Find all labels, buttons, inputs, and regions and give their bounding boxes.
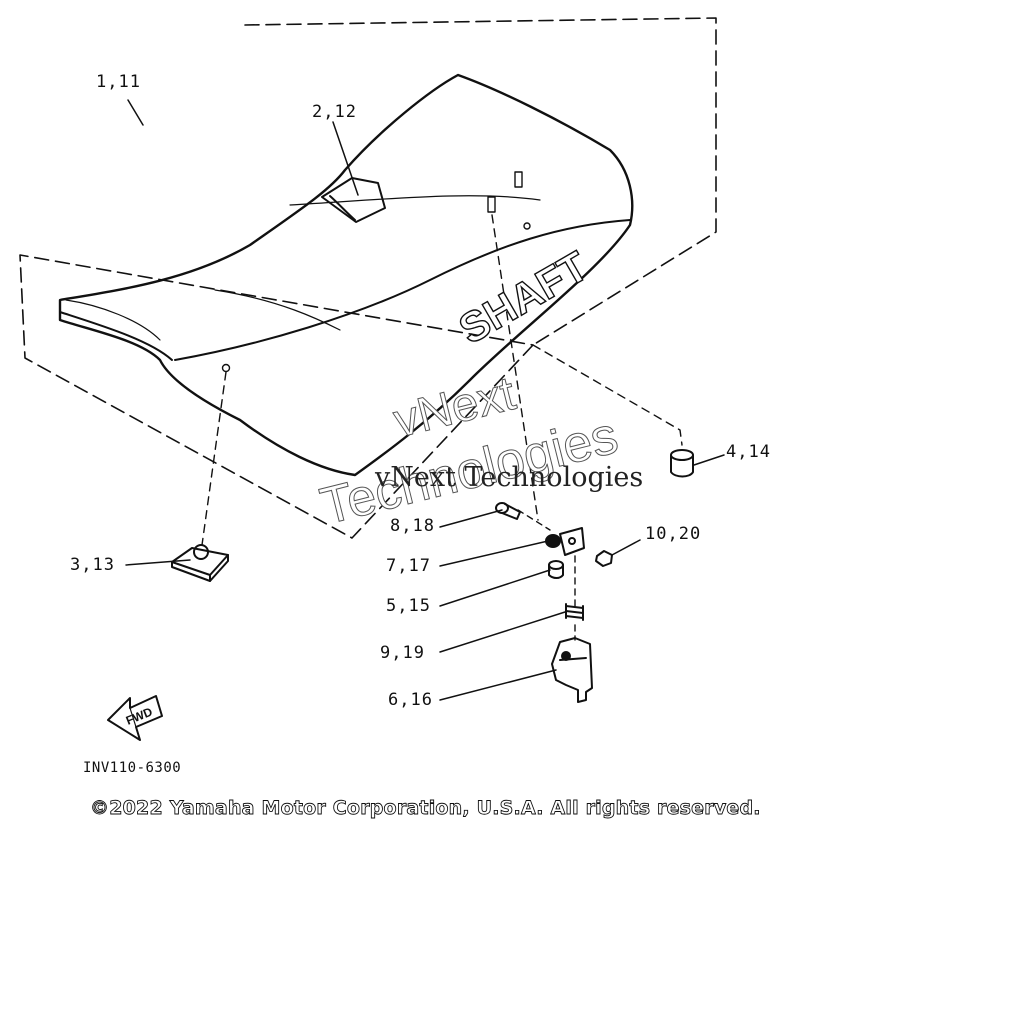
callout-7-17: 7,17 [386, 556, 431, 576]
callout-9-19: 9,19 [380, 643, 425, 663]
callout-1-11: 1,11 [96, 72, 141, 92]
lock-bracket-part [545, 527, 585, 556]
callout-8-18: 8,18 [390, 516, 435, 536]
watermark-text: vNext Technologies [375, 462, 644, 493]
spring-part [565, 603, 584, 621]
figure-code: INV110-6300 [83, 760, 182, 776]
fwd-arrow-icon [107, 695, 163, 741]
callout-10-20: 10,20 [645, 524, 702, 544]
callout-5-15: 5,15 [386, 596, 431, 616]
callout-4-14: 4,14 [726, 442, 771, 462]
bolt-part [495, 502, 521, 520]
nut-part [595, 550, 613, 567]
seat-assembly [58, 73, 634, 477]
assembly-boundary [19, 17, 717, 539]
copyright-notice: ©2022 Yamaha Motor Corporation, U.S.A. A… [90, 797, 761, 820]
damper-part [670, 449, 694, 478]
callout-2-12: 2,12 [312, 102, 357, 122]
seat-lock-part [551, 637, 593, 703]
seat-strap [321, 177, 386, 223]
seat-shaft-label: SHAFT [451, 242, 596, 353]
clip-nut-part [171, 544, 229, 582]
callout-6-16: 6,16 [388, 690, 433, 710]
collar-part [548, 560, 564, 579]
fwd-label: FWD [124, 704, 155, 727]
callout-3-13: 3,13 [70, 555, 115, 575]
